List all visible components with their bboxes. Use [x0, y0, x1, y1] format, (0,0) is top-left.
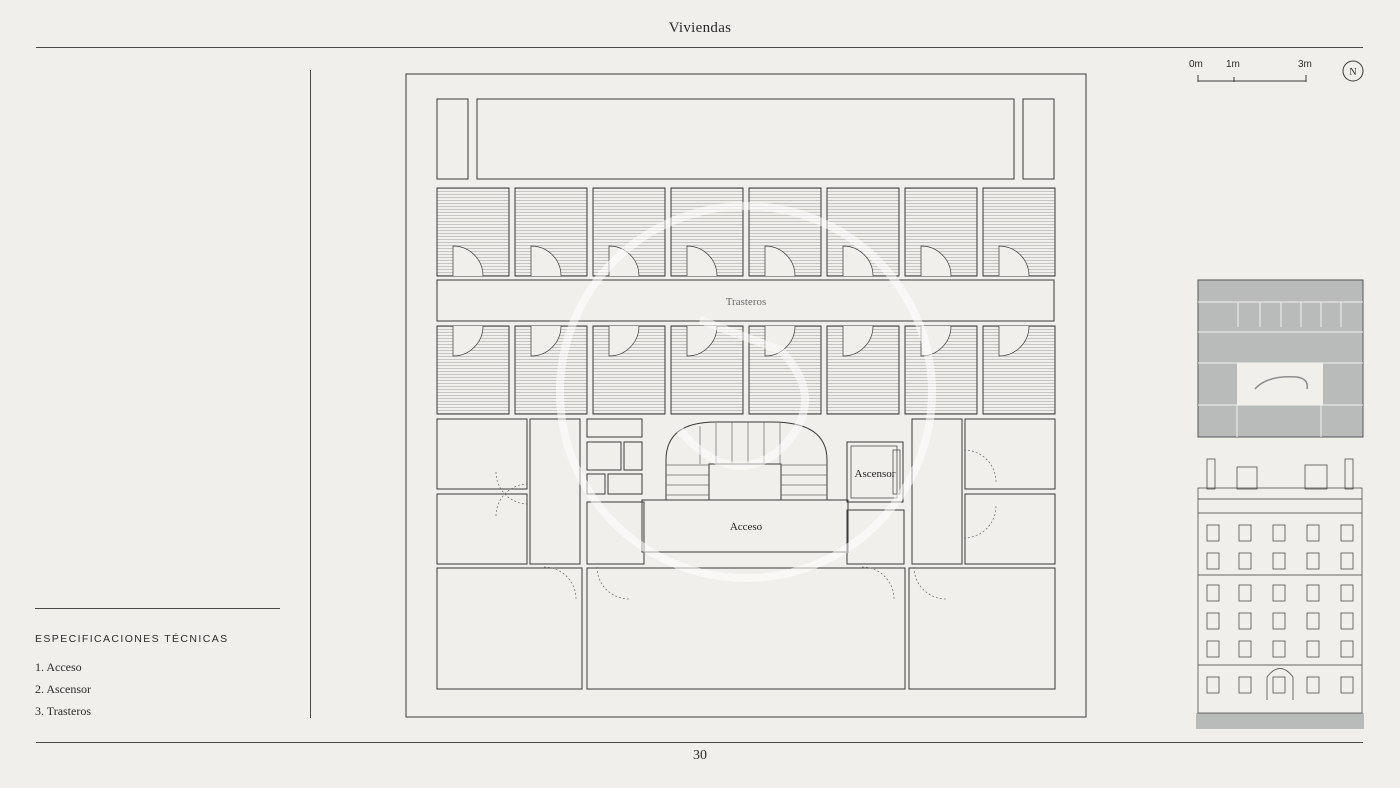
facade-elevation — [1196, 458, 1364, 729]
facade-window — [1340, 524, 1354, 542]
label-acceso: Acceso — [730, 521, 763, 533]
facade-window — [1272, 524, 1286, 542]
plan-light-well — [436, 98, 469, 180]
facade-window — [1238, 584, 1252, 602]
spec-item-trasteros: 3. Trasteros — [35, 704, 92, 718]
facade-window — [1238, 676, 1252, 694]
facade-window — [1206, 552, 1220, 570]
scale-bar — [1197, 75, 1307, 82]
facade-windows — [1206, 524, 1354, 694]
facade-window — [1306, 640, 1320, 658]
facade-window — [1340, 640, 1354, 658]
facade-entrance — [1266, 668, 1294, 700]
storage-door — [452, 245, 484, 277]
label-trasteros: Trasteros — [726, 296, 767, 308]
storage-door — [842, 245, 874, 277]
storage-door — [998, 245, 1030, 277]
floor-plan: Trasteros Ascensor Acceso — [405, 73, 1087, 718]
spec-item-ascensor: 2. Ascensor — [35, 682, 91, 696]
facade-window — [1306, 524, 1320, 542]
label-ascensor: Ascensor — [855, 468, 896, 480]
scale-label-3m: 3m — [1298, 59, 1312, 70]
plan-light-well — [476, 98, 1015, 180]
facade-window — [1306, 612, 1320, 630]
storage-room — [436, 418, 528, 490]
facade-window — [1206, 612, 1220, 630]
facade-window — [1272, 640, 1286, 658]
storage-door — [608, 325, 640, 357]
acceso-hall — [641, 499, 849, 553]
storage-room — [436, 493, 528, 565]
bottom-doors — [495, 449, 997, 600]
storage-room-large — [436, 567, 583, 690]
facade-window — [1238, 552, 1252, 570]
page-title: Viviendas — [668, 20, 732, 36]
storage-room-large — [908, 567, 1056, 690]
scale-label-1m: 1m — [1226, 59, 1240, 70]
storage-door — [764, 245, 796, 277]
facade-window — [1206, 640, 1220, 658]
footer-divider — [36, 742, 1363, 743]
facade-window — [1340, 612, 1354, 630]
passage — [911, 418, 963, 565]
facade-window — [1206, 676, 1220, 694]
facade-window — [1238, 524, 1252, 542]
facade-window — [1340, 552, 1354, 570]
scale-label-0m: 0m — [1189, 59, 1203, 70]
small-cubicle — [586, 441, 622, 471]
facade-window — [1306, 584, 1320, 602]
vestibule-right — [846, 509, 905, 565]
storage-door — [530, 245, 562, 277]
facade-window — [1272, 584, 1286, 602]
stair-core — [665, 421, 828, 500]
facade-window — [1238, 612, 1252, 630]
facade-window — [1238, 640, 1252, 658]
small-cubicle — [607, 473, 643, 495]
facade-window — [1306, 552, 1320, 570]
storage-row-middle — [436, 325, 1056, 415]
storage-room — [964, 418, 1056, 490]
storage-door — [530, 325, 562, 357]
facade-window — [1340, 584, 1354, 602]
facade-window — [1272, 612, 1286, 630]
header-divider — [36, 47, 1363, 48]
compass-label: N — [1349, 67, 1356, 78]
north-compass-icon: N — [1342, 60, 1364, 82]
small-cubicle — [623, 441, 643, 471]
facade-window — [1272, 676, 1286, 694]
storage-door — [686, 325, 718, 357]
storage-door — [920, 245, 952, 277]
facade-window — [1206, 524, 1220, 542]
spec-item-acceso: 1. Acceso — [35, 660, 82, 674]
corridor-trasteros — [436, 279, 1055, 322]
storage-door — [842, 325, 874, 357]
storage-door — [998, 325, 1030, 357]
watermark-logo — [556, 202, 936, 582]
ascensor-shaft — [846, 441, 904, 503]
passage — [529, 418, 581, 565]
vestibule-left — [586, 501, 645, 565]
locator-minimap — [1197, 279, 1364, 438]
ascensor-counterweight — [892, 449, 901, 495]
ascensor-car — [850, 445, 898, 499]
small-cubicle — [586, 418, 643, 438]
facade-window — [1206, 584, 1220, 602]
specs-heading: ESPECIFICACIONES TÉCNICAS — [35, 633, 229, 645]
sidebar-divider — [310, 70, 311, 718]
plan-outer-wall — [405, 73, 1087, 718]
storage-row-top — [436, 187, 1056, 277]
specs-divider — [35, 608, 280, 609]
facade-window — [1340, 676, 1354, 694]
page-number: 30 — [693, 748, 707, 763]
storage-room — [964, 493, 1056, 565]
storage-door — [686, 245, 718, 277]
stair-steps — [666, 422, 827, 496]
storage-room-large — [586, 567, 906, 690]
plan-light-well — [1022, 98, 1055, 180]
storage-door — [452, 325, 484, 357]
facade-window — [1272, 552, 1286, 570]
facade-window — [1306, 676, 1320, 694]
